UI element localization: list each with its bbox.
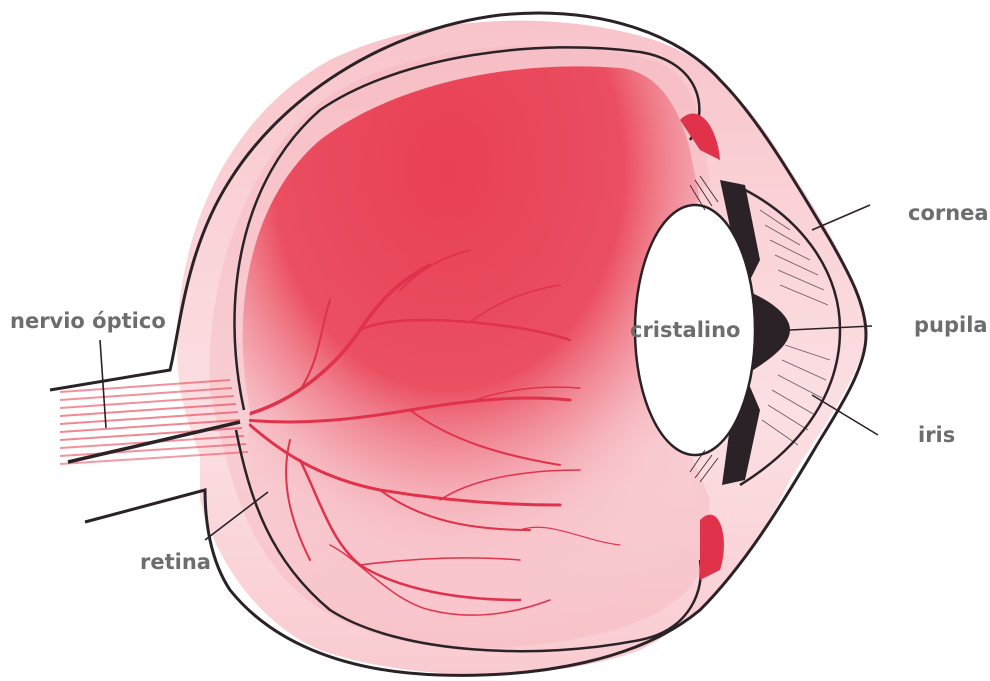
label-cornea: cornea	[908, 201, 989, 225]
label-optic-nerve: nervio óptico	[10, 309, 166, 333]
leader-cornea	[812, 205, 870, 230]
vitreous-body	[243, 66, 700, 640]
label-retina: retina	[140, 550, 211, 574]
label-lens: cristalino	[630, 318, 741, 342]
label-iris: iris	[918, 423, 955, 447]
label-pupil: pupila	[914, 313, 988, 337]
leader-optic-nerve	[100, 340, 106, 428]
